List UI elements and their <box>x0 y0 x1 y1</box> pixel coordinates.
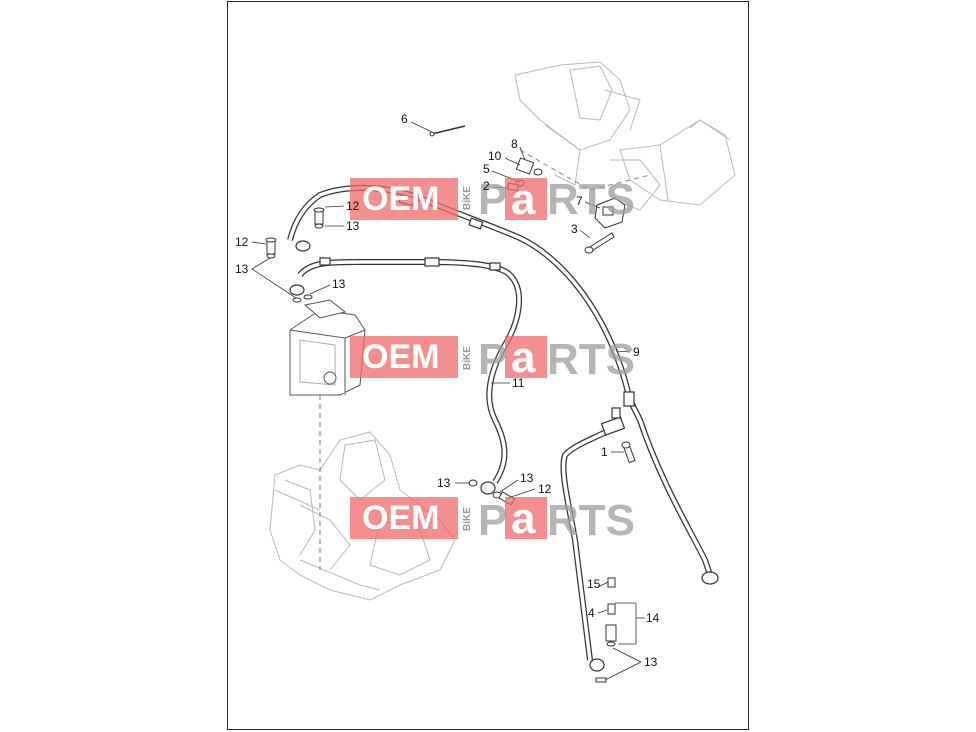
callout-4: 4 <box>588 606 595 620</box>
watermark-3: OEM BiKE P a RTS <box>350 494 635 545</box>
fittings <box>289 193 719 672</box>
callout-9: 9 <box>633 345 640 359</box>
callout-12-lower: 12 <box>538 482 552 496</box>
callout-12-left: 12 <box>235 235 249 249</box>
bolts <box>265 207 617 683</box>
callout-11: 11 <box>512 376 525 390</box>
callout-13-top: 13 <box>346 219 360 233</box>
cable-tie-6 <box>431 125 466 135</box>
callout-14: 14 <box>646 611 660 625</box>
frame-ghost-top <box>514 61 736 211</box>
callout-5: 5 <box>483 162 490 176</box>
watermark-p-text: P <box>478 496 507 545</box>
watermark-oem-text: OEM <box>362 180 439 218</box>
callout-13-lower-right: 13 <box>520 471 534 485</box>
bolt-1 <box>621 441 636 464</box>
watermark-2: OEM BiKE P a RTS <box>350 333 635 384</box>
bracket-7 <box>594 197 626 229</box>
watermark-p-text: P <box>478 335 507 384</box>
watermark-rts-text: RTS <box>547 496 635 545</box>
callout-8: 8 <box>511 137 518 151</box>
callout-12-top: 12 <box>346 199 360 213</box>
callout-7: 7 <box>576 194 583 208</box>
callout-2: 2 <box>483 179 490 193</box>
callout-13-lower-left: 13 <box>437 476 451 490</box>
brake-hose-11-inner <box>298 260 521 483</box>
watermark-rts-text: RTS <box>547 175 635 224</box>
bolt-3 <box>584 232 615 254</box>
watermark-1: OEM BiKE P a RTS <box>350 175 635 224</box>
callout-6: 6 <box>401 112 408 126</box>
brake-line-left-inner <box>561 428 611 661</box>
watermark-bike-text: BiKE <box>462 186 473 210</box>
watermark-a-text: a <box>511 494 536 543</box>
guide-dashed-top <box>519 149 651 191</box>
callout-13-mid: 13 <box>332 277 346 291</box>
callout-13-left: 13 <box>235 262 249 276</box>
callout-15: 15 <box>587 577 601 591</box>
watermark-oem-text: OEM <box>362 499 439 537</box>
watermark-p-text: P <box>478 175 507 224</box>
watermark-a-text: a <box>511 333 536 382</box>
callout-labels: 6 8 10 5 2 7 3 12 13 12 13 13 9 11 1 13 … <box>235 112 660 669</box>
abs-module <box>289 299 366 396</box>
brake-line-right-inner <box>628 399 712 576</box>
cable-tie-6-head <box>429 131 435 137</box>
watermark-a-text: a <box>511 175 536 224</box>
watermark-oem-text: OEM <box>362 338 439 376</box>
callout-1: 1 <box>601 445 608 459</box>
watermark-rts-text: RTS <box>547 335 635 384</box>
callout-3: 3 <box>571 222 578 236</box>
leader-lines <box>251 121 645 681</box>
watermark-bike-text: BiKE <box>462 507 473 531</box>
watermark-bike-text: BiKE <box>462 346 473 370</box>
callout-13-bottom: 13 <box>644 655 658 669</box>
callout-10: 10 <box>488 149 502 163</box>
